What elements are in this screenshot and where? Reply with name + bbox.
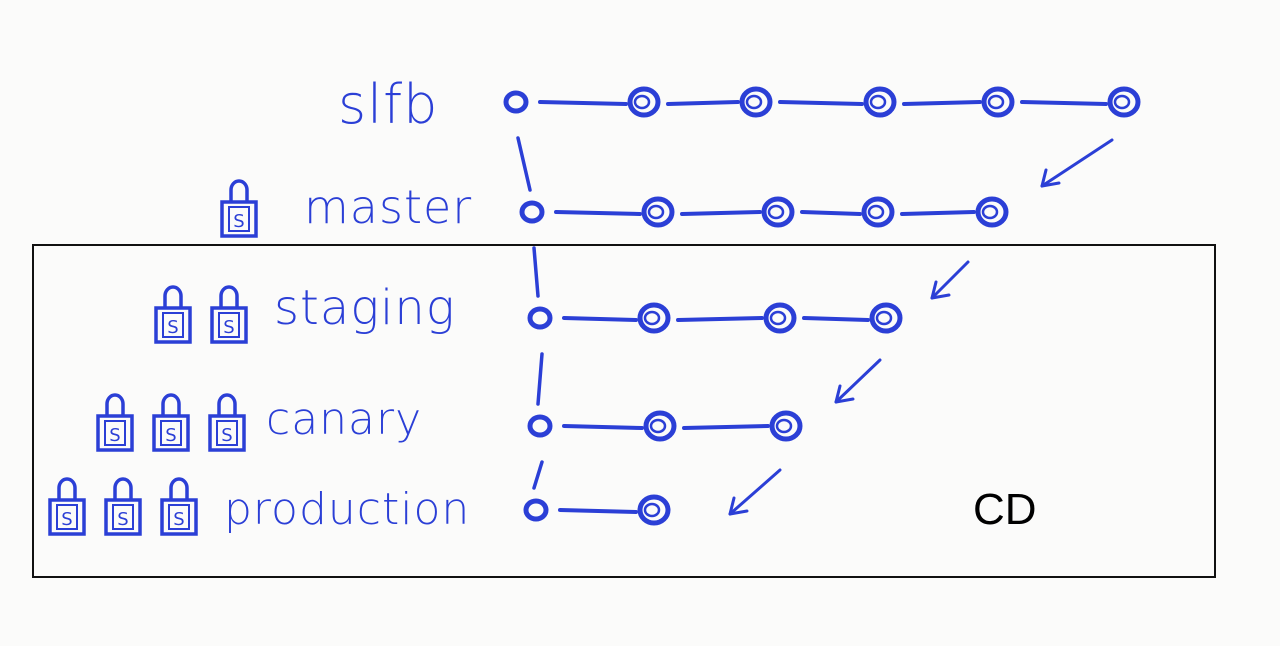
commit-node-scribble (643, 310, 661, 326)
commit-connector (802, 316, 870, 322)
branch-fork-line (516, 136, 532, 192)
commit-node (869, 302, 903, 334)
cd-boundary-box (32, 244, 1216, 578)
commit-node-scribble (867, 204, 885, 220)
commit-node-scribble (869, 94, 887, 110)
svg-text:S: S (117, 509, 128, 530)
commit-connector (680, 210, 762, 216)
padlock-icon: S (220, 179, 258, 238)
svg-text:S: S (109, 425, 120, 446)
commit-node-scribble (1113, 94, 1131, 110)
commit-node (981, 86, 1015, 118)
commit-connector (554, 210, 642, 216)
commit-connector (676, 316, 764, 322)
commit-connector (902, 100, 982, 106)
commit-node (527, 414, 553, 438)
branch-label-canary: canary (266, 394, 423, 445)
svg-text:S: S (165, 425, 176, 446)
commit-node (863, 86, 897, 118)
commit-node (641, 196, 675, 228)
commit-node-scribble (987, 94, 1005, 110)
svg-text:S: S (167, 317, 178, 338)
padlock-icon: S (208, 393, 246, 452)
branch-label-production: production (224, 484, 471, 535)
svg-text:S: S (61, 509, 72, 530)
commit-node (643, 410, 677, 442)
arrowhead (1040, 168, 1061, 188)
commit-node-scribble (767, 204, 785, 220)
commit-connector (558, 508, 638, 514)
commit-node-scribble (769, 310, 787, 326)
branch-label-slfb: slfb (338, 73, 439, 136)
padlock-icon: S (104, 477, 142, 536)
arrowhead (728, 496, 749, 516)
svg-text:S: S (223, 317, 234, 338)
commit-node-scribble (643, 502, 661, 518)
commit-node (627, 86, 661, 118)
commit-node-scribble (981, 204, 999, 220)
padlock-icon: S (96, 393, 134, 452)
commit-node (1107, 86, 1141, 118)
promotion-arrow (930, 260, 970, 300)
commit-node (523, 498, 549, 522)
commit-node (739, 86, 773, 118)
commit-node (527, 306, 553, 330)
commit-node (761, 196, 795, 228)
commit-connector (562, 424, 644, 430)
commit-connector (778, 100, 864, 106)
commit-connector (538, 100, 628, 106)
commit-connector (666, 100, 740, 106)
commit-node-scribble (633, 94, 651, 110)
commit-connector (900, 210, 976, 216)
commit-connector (800, 210, 862, 216)
commit-connector (682, 424, 770, 430)
promotion-arrow (834, 358, 882, 404)
promotion-arrow (728, 468, 782, 516)
padlock-icon: S (210, 285, 248, 344)
padlock-icon: S (160, 477, 198, 536)
promotion-arrow (1040, 138, 1114, 188)
arrowhead (930, 280, 951, 300)
branch-fork-line (532, 460, 544, 490)
commit-node (763, 302, 797, 334)
commit-node (637, 494, 671, 526)
commit-node (769, 410, 803, 442)
commit-node (503, 90, 529, 114)
commit-node (975, 196, 1009, 228)
arrowhead (834, 384, 855, 404)
padlock-icon: S (152, 393, 190, 452)
svg-text:S: S (233, 211, 244, 232)
svg-text:S: S (221, 425, 232, 446)
branch-label-staging: staging (274, 280, 456, 336)
cd-box-label: CD (973, 485, 1037, 534)
commit-node-scribble (875, 310, 893, 326)
commit-node-scribble (775, 418, 793, 434)
svg-text:S: S (173, 509, 184, 530)
commit-connector (1020, 100, 1108, 106)
commit-node (861, 196, 895, 228)
commit-node-scribble (649, 418, 667, 434)
padlock-icon: S (48, 477, 86, 536)
commit-connector (562, 316, 638, 322)
padlock-icon: S (154, 285, 192, 344)
branch-label-master: master (304, 180, 473, 234)
branch-fork-line (536, 352, 544, 406)
commit-node (637, 302, 671, 334)
commit-node-scribble (647, 204, 665, 220)
commit-node-scribble (745, 94, 763, 110)
commit-node (519, 200, 545, 224)
branch-fork-line (532, 246, 540, 298)
